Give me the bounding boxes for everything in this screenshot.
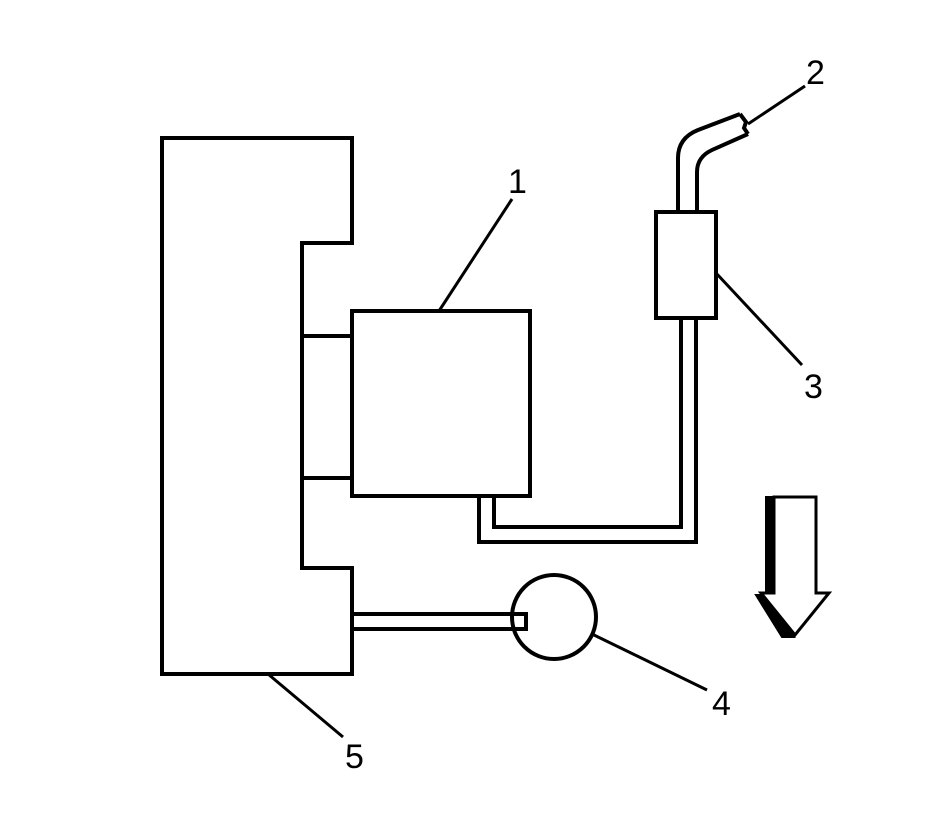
part-2-hose-cut-end: [738, 112, 750, 136]
leader-line-4: [593, 633, 708, 692]
leader-line-1: [437, 198, 514, 312]
part-5-housing: [160, 136, 354, 676]
hose-to-part-3-inner: [492, 318, 683, 529]
part-1-module: [350, 309, 532, 498]
leader-line-3: [714, 271, 804, 367]
part-3-canister: [654, 210, 718, 320]
hose-to-part-3-outer: [477, 318, 698, 544]
leader-line-2: [747, 84, 806, 126]
part-2-hose-outer: [676, 112, 741, 212]
part-4-round-component: [510, 573, 598, 661]
callout-1: 1: [508, 163, 527, 201]
down-arrow-icon: [754, 495, 833, 638]
callout-5: 5: [345, 738, 364, 776]
stem-to-part-4: [352, 612, 528, 631]
callout-2: 2: [806, 54, 825, 92]
callout-4: 4: [712, 685, 731, 723]
leader-line-5: [267, 672, 344, 739]
callout-3: 3: [804, 368, 823, 406]
mount-bracket: [300, 334, 354, 480]
part-2-hose-inner: [695, 132, 749, 212]
